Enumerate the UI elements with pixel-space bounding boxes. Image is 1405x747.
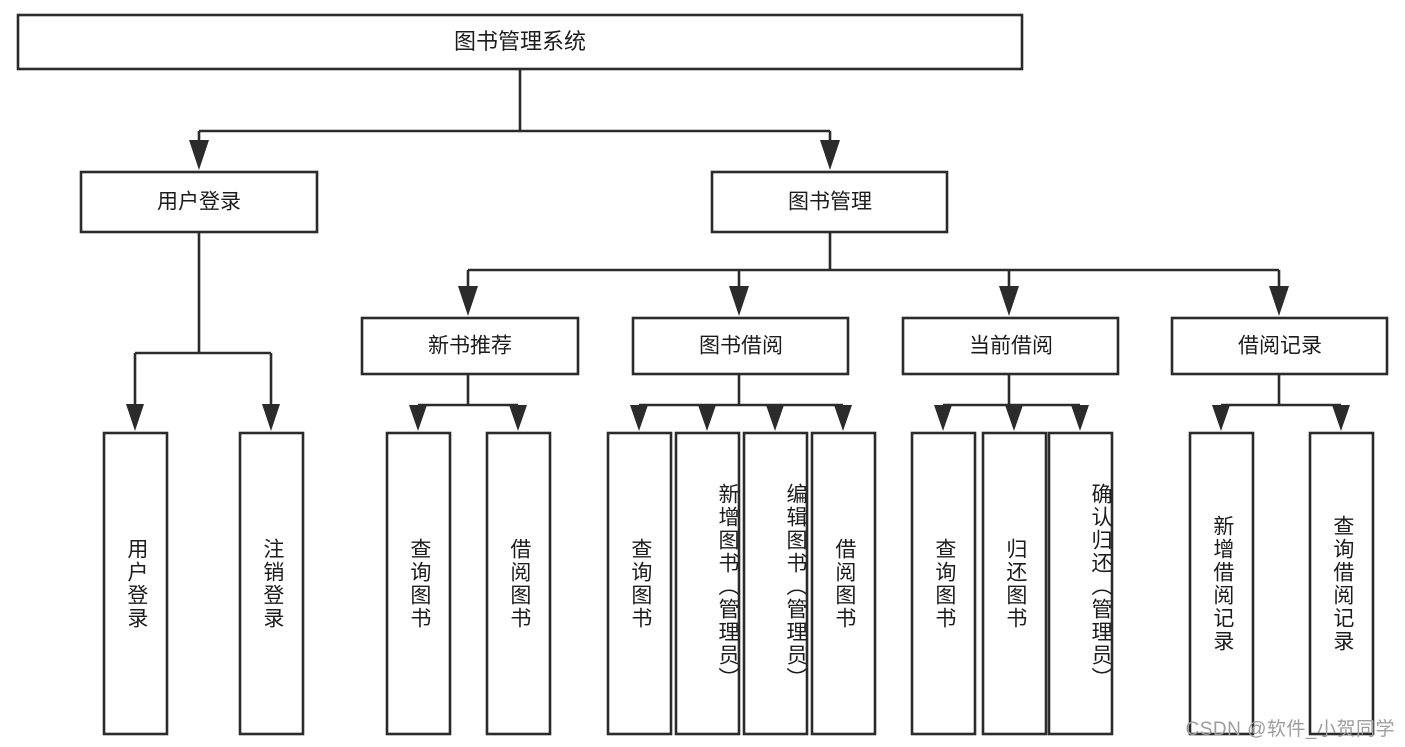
connector-group-new-books bbox=[409, 374, 527, 431]
arrow-head-icon bbox=[698, 405, 716, 431]
connector-group-book-manage bbox=[458, 232, 1289, 316]
arrow-head-icon bbox=[999, 286, 1019, 316]
node-new-book-recommend[interactable]: 新书推荐 bbox=[360, 316, 580, 376]
leaf-box-query-borrow-record[interactable] bbox=[1308, 431, 1375, 736]
node-current-borrow-label: 当前借阅 bbox=[969, 335, 1053, 358]
arrow-head-icon bbox=[630, 405, 648, 431]
arrow-head-icon bbox=[934, 405, 952, 431]
arrow-head-icon bbox=[1005, 405, 1023, 431]
leaf-box-add-book-admin[interactable] bbox=[674, 431, 741, 736]
arrow-head-icon bbox=[262, 404, 280, 431]
leaf-box-add-borrow-record[interactable] bbox=[1188, 431, 1255, 736]
connector-group-user-login bbox=[126, 232, 280, 431]
arrow-head-icon bbox=[409, 405, 427, 431]
arrow-head-icon bbox=[509, 405, 527, 431]
arrow-head-icon bbox=[1332, 405, 1350, 431]
arrow-head-icon bbox=[820, 140, 840, 170]
leaf-boxes bbox=[102, 431, 1375, 736]
connector-group-borrow bbox=[630, 374, 852, 431]
arrow-head-icon bbox=[189, 140, 209, 170]
leaf-box-query-book-nb[interactable] bbox=[385, 431, 452, 736]
node-new-book-recommend-label: 新书推荐 bbox=[428, 335, 512, 358]
connector-group-current bbox=[934, 374, 1089, 431]
leaf-box-query-book-cb[interactable] bbox=[910, 431, 977, 736]
node-current-borrow[interactable]: 当前借阅 bbox=[901, 316, 1120, 376]
leaf-box-query-book-bw[interactable] bbox=[606, 431, 673, 736]
node-user-login-label: 用户登录 bbox=[157, 191, 241, 214]
watermark-text: CSDN @软件_小贺同学 bbox=[1185, 719, 1395, 740]
node-book-manage-label: 图书管理 bbox=[788, 191, 872, 214]
node-user-login-box[interactable] bbox=[79, 170, 319, 234]
node-root[interactable]: 图书管理系统 bbox=[16, 13, 1024, 71]
node-borrow-records-label: 借阅记录 bbox=[1238, 335, 1322, 358]
leaf-box-confirm-return-admin[interactable] bbox=[1047, 431, 1114, 736]
leaf-box-return-book[interactable] bbox=[981, 431, 1048, 736]
node-root-box[interactable] bbox=[16, 13, 1024, 71]
arrow-head-icon bbox=[729, 286, 749, 316]
arrow-head-icon bbox=[126, 404, 144, 431]
node-user-login[interactable]: 用户登录 bbox=[79, 170, 319, 234]
node-book-borrow[interactable]: 图书借阅 bbox=[631, 316, 850, 376]
leaf-box-user-login[interactable] bbox=[102, 431, 169, 736]
arrow-head-icon bbox=[1269, 286, 1289, 316]
connector-group-records bbox=[1212, 374, 1350, 431]
leaf-box-borrow-book-bw[interactable] bbox=[810, 431, 877, 736]
node-book-manage[interactable]: 图书管理 bbox=[710, 170, 949, 234]
node-book-borrow-box[interactable] bbox=[631, 316, 850, 376]
arrow-head-icon bbox=[834, 405, 852, 431]
leaf-box-edit-book-admin[interactable] bbox=[742, 431, 809, 736]
leaf-box-borrow-book-nb[interactable] bbox=[485, 431, 552, 736]
connector-group-root bbox=[189, 69, 840, 170]
leaf-box-logout[interactable] bbox=[238, 431, 305, 736]
node-book-manage-box[interactable] bbox=[710, 170, 949, 234]
arrow-head-icon bbox=[766, 405, 784, 431]
node-current-borrow-box[interactable] bbox=[901, 316, 1120, 376]
node-book-borrow-label: 图书借阅 bbox=[699, 335, 783, 358]
node-new-book-recommend-box[interactable] bbox=[360, 316, 580, 376]
arrow-head-icon bbox=[458, 286, 478, 316]
arrow-head-icon bbox=[1212, 405, 1230, 431]
node-root-label: 图书管理系统 bbox=[454, 29, 586, 54]
node-borrow-records[interactable]: 借阅记录 bbox=[1170, 316, 1389, 376]
node-borrow-records-box[interactable] bbox=[1170, 316, 1389, 376]
arrow-head-icon bbox=[1071, 405, 1089, 431]
